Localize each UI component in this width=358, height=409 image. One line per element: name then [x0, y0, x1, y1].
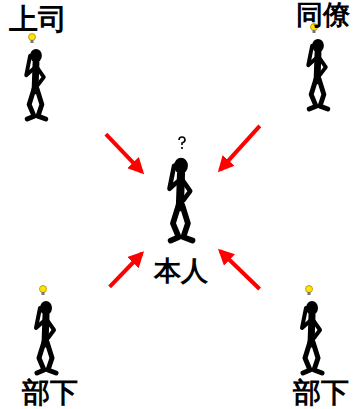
- feedback-arrow: [220, 251, 259, 289]
- person-node: 本人: [146, 140, 216, 286]
- role-label: 同僚: [296, 0, 350, 30]
- feedback-arrow: [106, 134, 142, 172]
- person-node: 同僚: [288, 0, 358, 112]
- role-label: 本人: [154, 256, 208, 286]
- feedback-arrow: [110, 254, 142, 287]
- person-node: 部下: [284, 288, 358, 409]
- person-node: 上司: [6, 4, 70, 122]
- role-label: 部下: [22, 378, 78, 409]
- feedback-arrow: [220, 126, 260, 170]
- role-label: 上司: [9, 4, 67, 36]
- person-node: 部下: [14, 288, 86, 409]
- role-label: 部下: [293, 378, 349, 409]
